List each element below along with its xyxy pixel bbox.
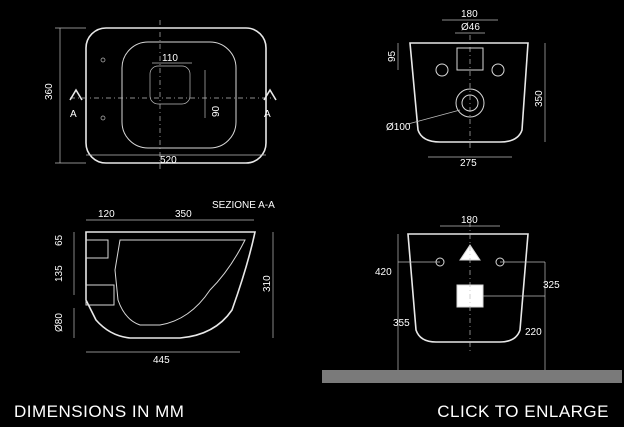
section-outlet (85, 284, 115, 306)
section-mark-right: A (264, 109, 271, 120)
dim-back-outlet-height: 355 (393, 318, 410, 329)
dim-rear-base-width: 275 (460, 158, 477, 169)
dim-back-fixing-spacing: 180 (461, 215, 478, 226)
dim-back-inlet-height: 325 (543, 280, 560, 291)
section-title: SEZIONE A-A (212, 200, 275, 211)
dim-section-inlet-offset: 120 (98, 209, 115, 220)
dim-back-fixing-height: 420 (375, 267, 392, 278)
back-view: 180 420 355 325 220 (322, 215, 622, 383)
dim-seat-hole-spacing: 110 (162, 53, 178, 64)
dim-section-height: 310 (262, 275, 273, 292)
dim-back-drain-height: 220 (525, 327, 542, 338)
enlarge-link[interactable]: CLICK TO ENLARGE (437, 402, 609, 421)
top-view-outline (85, 27, 267, 164)
section-outline (85, 231, 256, 339)
dim-section-outlet-diameter: Ø80 (54, 313, 65, 332)
top-view: 110 90 360 520 A A (44, 20, 277, 170)
top-view-bowl (121, 41, 237, 149)
dim-section-length: 445 (153, 355, 170, 366)
dim-rear-inlet-diameter: Ø46 (461, 22, 480, 33)
section-inlet (85, 239, 109, 259)
dim-seat-hole-offset: 90 (211, 105, 222, 117)
back-view-outline (407, 233, 529, 343)
dim-rear-height: 350 (534, 90, 545, 107)
dim-depth: 360 (44, 83, 55, 100)
dim-rear-inlet-offset: 95 (387, 50, 398, 62)
dim-section-top-offset: 65 (54, 234, 65, 246)
floor-band (322, 370, 622, 383)
top-view-drain (149, 65, 191, 105)
section-mark-left: A (70, 109, 77, 120)
rear-view: 180 Ø46 95 350 Ø100 275 (386, 9, 546, 169)
rear-view-outline (409, 42, 529, 143)
units-caption: DIMENSIONS IN MM (14, 402, 185, 421)
section-view: SEZIONE A-A 120 350 65 135 Ø80 310 445 (54, 200, 275, 366)
dim-section-mid-offset: 135 (54, 265, 65, 282)
section-bowl (114, 239, 246, 326)
dim-section-inlet-to-outlet: 350 (175, 209, 192, 220)
dim-rear-fixing-spacing: 180 (461, 9, 478, 20)
dim-rear-outlet-diameter: Ø100 (386, 122, 411, 133)
dim-width: 520 (160, 155, 177, 166)
